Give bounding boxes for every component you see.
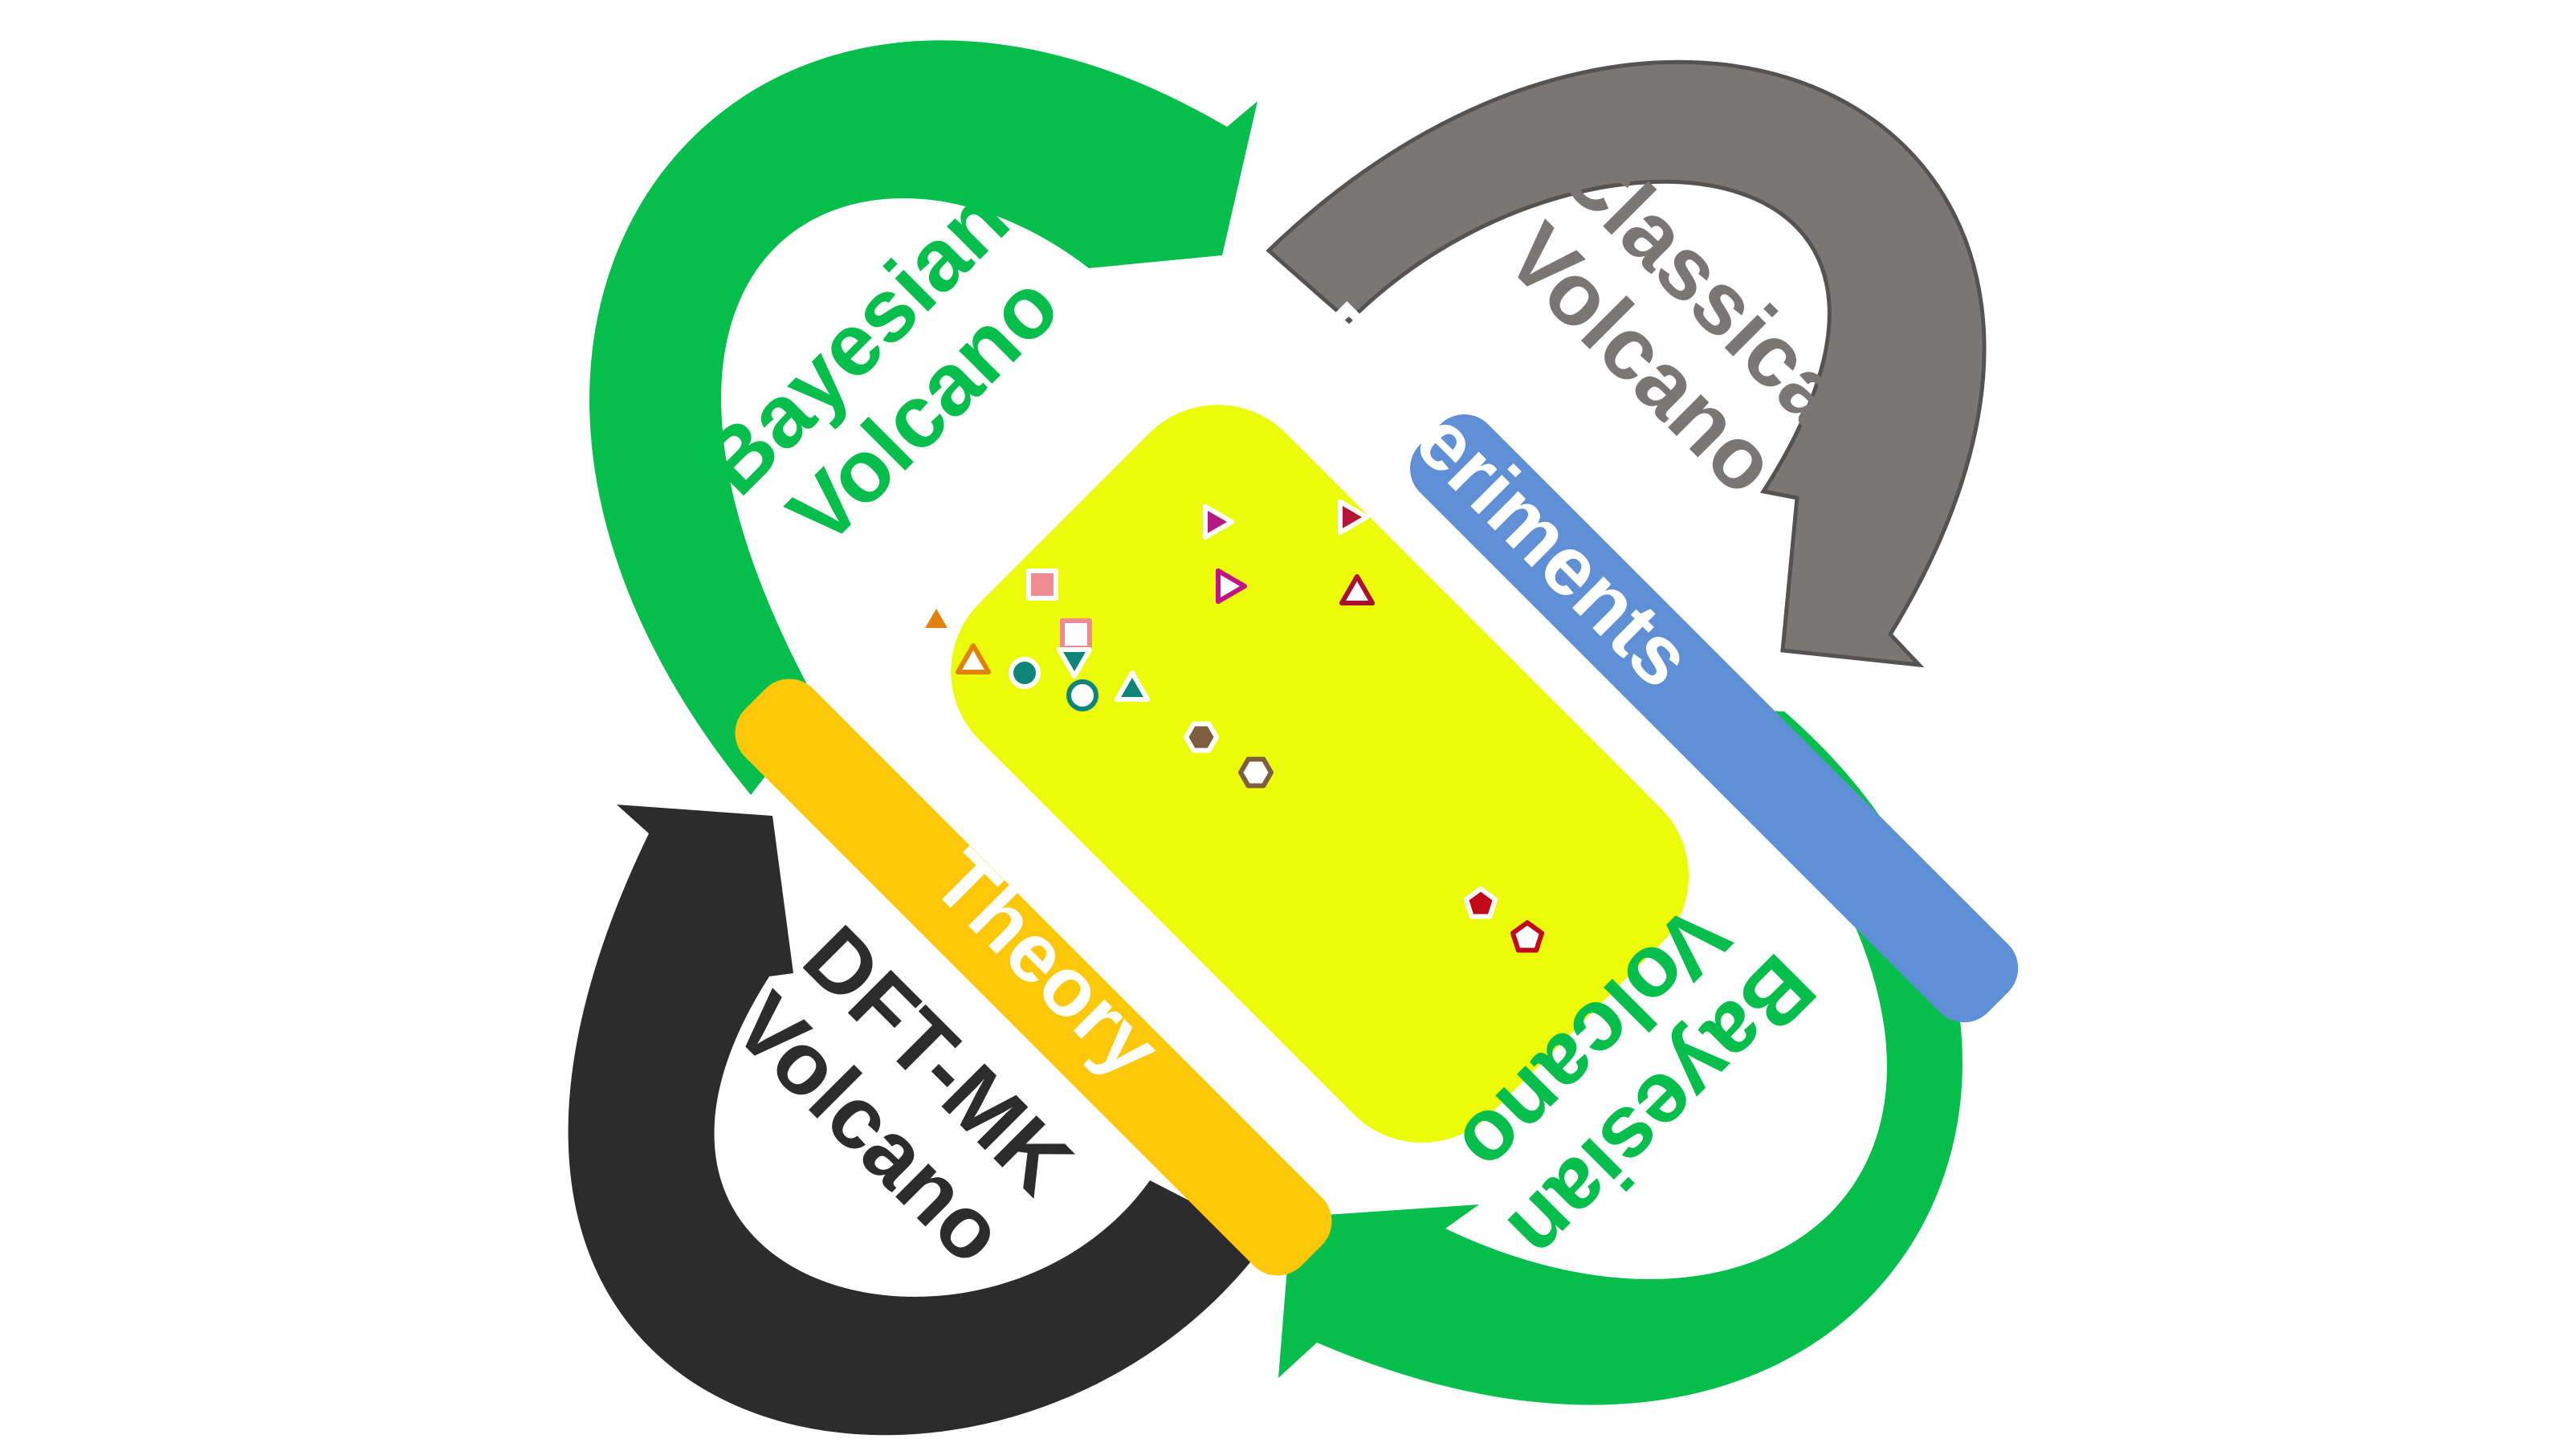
bayesian-loop-bottom-arrow [1278, 708, 1963, 1405]
marker-triangle-right-3 [1216, 568, 1247, 605]
marker-square-5 [1026, 569, 1058, 601]
theory-band [735, 679, 1332, 1276]
marker-triangle-right-2 [1338, 499, 1369, 536]
marker-hexagon-14 [1238, 756, 1274, 789]
marker-triangle-up-12 [1114, 670, 1151, 702]
marker-square-6 [1060, 618, 1092, 650]
marker-triangle-right-1 [1203, 503, 1234, 540]
marker-triangle-up-8 [955, 643, 992, 675]
dft-mk-loop-arrow [568, 805, 1267, 1436]
marker-hexagon-13 [1184, 721, 1219, 753]
bayesian-loop-top-arrow [589, 40, 1257, 795]
classical-loop-arrow [1266, 59, 1987, 668]
marker-triangle-up-7 [918, 601, 955, 633]
activity-heatmap [951, 405, 1689, 1143]
marker-circle-11 [1066, 679, 1098, 711]
marker-triangle-down-10 [1056, 647, 1093, 679]
marker-pentagon-15 [1463, 886, 1498, 919]
experiments-band [1410, 414, 2019, 1023]
catalyst-markers [918, 499, 1545, 953]
marker-pentagon-16 [1510, 920, 1545, 953]
marker-triangle-up-4 [1339, 574, 1376, 605]
marker-circle-9 [1009, 657, 1041, 689]
